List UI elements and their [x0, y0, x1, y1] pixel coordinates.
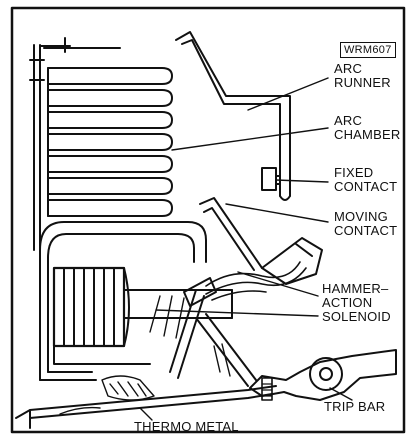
leader-hammer: [237, 271, 319, 297]
trip-bar-shape: [249, 349, 397, 401]
solenoid-housing: [39, 221, 207, 381]
label-thermo-metal: THERMO METAL: [134, 419, 239, 434]
thermo-metal-strip: [15, 377, 277, 429]
leader-moving-contact: [225, 203, 329, 223]
solenoid-coil: [52, 266, 151, 365]
label-arc-runner: ARC RUNNER: [334, 61, 391, 90]
label-trip-bar: TRIP BAR: [324, 399, 386, 414]
arc-runner: [175, 31, 291, 201]
leader-thermo-metal: [139, 407, 153, 421]
fixed-contact: [261, 167, 277, 191]
label-arc-chamber: ARC CHAMBER: [334, 113, 401, 142]
leader-arc-runner: [247, 77, 329, 111]
flexible-braid: [205, 261, 307, 301]
label-moving-contact: MOVING CONTACT: [334, 209, 398, 238]
leader-trip-bar: [329, 387, 353, 401]
leader-fixed-contact: [275, 179, 329, 183]
figure-code-box: WRM607: [340, 42, 396, 58]
leader-arc-chamber: [171, 127, 329, 151]
moving-contact-arm: [199, 197, 323, 285]
casing-wall: [29, 37, 121, 251]
label-fixed-contact: FIXED CONTACT: [334, 165, 398, 194]
label-hammer-action-solenoid: HAMMER– ACTION SOLENOID: [322, 281, 391, 324]
figure-frame: [10, 6, 406, 434]
trip-linkage: [169, 277, 257, 387]
arc-chamber-plates: [47, 67, 173, 217]
leader-lines: [139, 77, 353, 421]
heater-element: [101, 375, 155, 401]
leader-solenoid: [155, 309, 319, 317]
solenoid-plunger: [123, 289, 233, 339]
